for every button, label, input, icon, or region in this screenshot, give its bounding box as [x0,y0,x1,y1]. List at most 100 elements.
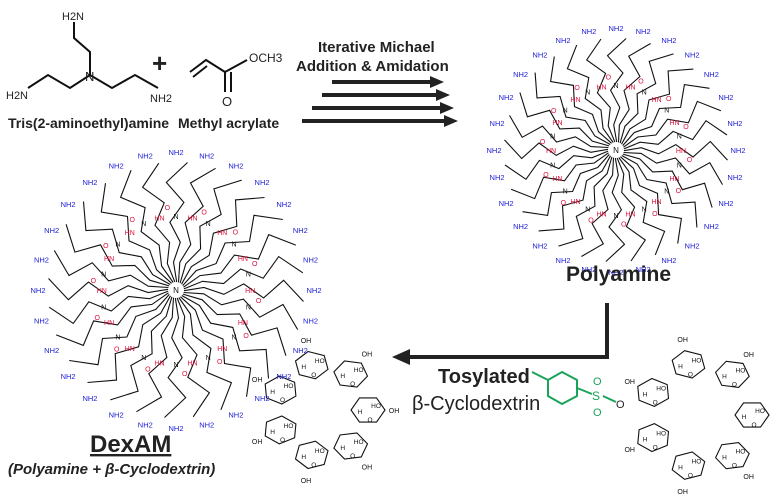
branch-n-label: N [664,189,669,196]
acrylate-och3: OCH3 [249,51,283,65]
amide-label: HN [676,148,686,155]
terminal-amine-label: NH2 [44,346,59,355]
dendrimer-branch [180,296,252,397]
dendrimer-branch [619,53,674,144]
terminal-amine-label: NH2 [581,27,596,36]
amide-label: HN [625,85,635,92]
dendrimer-branch [519,92,610,147]
amide-label: HN [596,211,606,218]
terminal-amine-label: NH2 [704,70,719,79]
dendrimer-branch [100,183,172,284]
terminal-amine-label: NH2 [228,162,243,171]
glucose-unit [637,377,670,408]
dendrimer-branch [179,179,242,284]
dendrimer-branch [558,156,613,247]
amide-label: HN [546,148,556,155]
terminal-amine-label: NH2 [556,256,571,265]
branch-n-label: N [232,242,237,249]
dendrimer-branch [534,72,611,145]
terminal-amine-label: NH2 [661,36,676,45]
dendrimer-branch [622,83,710,146]
amide-label: HN [552,176,562,183]
dendrimer-branch [510,152,609,200]
carbonyl-label: O [217,359,223,366]
dendrimer-branch [566,44,614,143]
glucose-unit [350,397,386,423]
dendrimer-branch [119,170,174,283]
hydrogen-label: H [742,414,747,421]
carbonyl-label: O [606,74,612,81]
amide-label: HN [125,346,135,353]
step2-arrow [392,303,609,365]
terminal-amine-label: NH2 [499,93,514,102]
hydrogen-label: H [270,389,275,396]
dendrimer-branch [504,139,609,160]
amide-label: HN [217,346,227,353]
dendrimer-branch [48,278,169,301]
methyl-acrylate-structure: O OCH3 Methyl acrylate [178,51,283,131]
terminal-amine-label: NH2 [168,424,183,433]
amide-label: HN [625,211,635,218]
dendrimer-branch [622,153,713,208]
terminal-amine-label: NH2 [718,93,733,102]
ring-oxygen-label: O [751,422,756,429]
glucose-unit [714,442,750,470]
terminal-amine-label: NH2 [109,410,124,419]
dendrimer-branch [48,290,169,325]
carbonyl-label: O [103,243,109,250]
amide-label: HN [187,216,197,223]
tosyl-o-top: O [593,376,602,388]
hydrogen-label: H [340,445,345,452]
polyamine-dendrimer: HNONH2NNH2HNONH2NNH2HNONH2NNH2HNONH2NNH2… [486,24,745,277]
ring-oxygen-label: O [367,417,372,424]
terminal-amine-label: NH2 [303,317,318,326]
dendrimer-branch [181,295,270,379]
terminal-amine-label: NH2 [61,372,76,381]
terminal-amine-label: NH2 [718,199,733,208]
hydroxyl-label: OH [301,478,312,485]
carbonyl-label: O [621,222,627,229]
glucose-unit [714,360,750,388]
acrylate-name: Methyl acrylate [178,115,279,131]
hydrogen-label: H [643,437,648,444]
carbonyl-label: O [543,172,549,179]
glucose-unit [294,440,329,470]
dendrimer-branch [623,151,723,185]
carbonyl-label: O [551,108,557,115]
amide-label: HN [104,256,114,263]
branch-n-label: N [613,213,618,220]
terminal-amine-label: NH2 [608,268,623,277]
dendrimer-branch [585,38,616,143]
amine-left-nh2: H2N [6,90,28,102]
dendrimer-branch [623,140,728,161]
dendrimer-branch [178,297,233,410]
terminal-amine-label: NH2 [727,119,742,128]
carbonyl-label: O [256,298,262,305]
hydroxyl-label: HO [284,383,294,390]
dendrimer-branch [181,196,265,285]
dendrimer-branch [164,297,187,418]
terminal-amine-label: NH2 [608,24,623,33]
carbonyl-label: O [561,200,567,207]
hydroxyl-label: OH [252,439,263,446]
dendrimer-branch [141,162,176,283]
hydrogen-label: H [301,364,306,371]
dendrimer-branch [69,294,170,366]
branch-n-label: N [141,221,146,228]
dendrimer-branch [182,214,283,286]
terminal-amine-label: NH2 [556,36,571,45]
step2-label-line2: β-Cyclodextrin [412,393,540,415]
glucose-unit [671,451,706,480]
ring-oxygen-label: O [280,437,285,444]
branch-n-label: N [563,189,568,196]
carbonyl-label: O [574,85,580,92]
amide-label: HN [154,360,164,367]
terminal-amine-label: NH2 [704,222,719,231]
dendrimer-branch [606,38,627,143]
branch-n-label: N [173,362,178,369]
hydroxyl-label: HO [656,431,666,438]
tosyl-link-o: O [616,399,625,411]
carbonyl-label: O [687,157,693,164]
hydroxyl-label: HO [354,439,364,446]
